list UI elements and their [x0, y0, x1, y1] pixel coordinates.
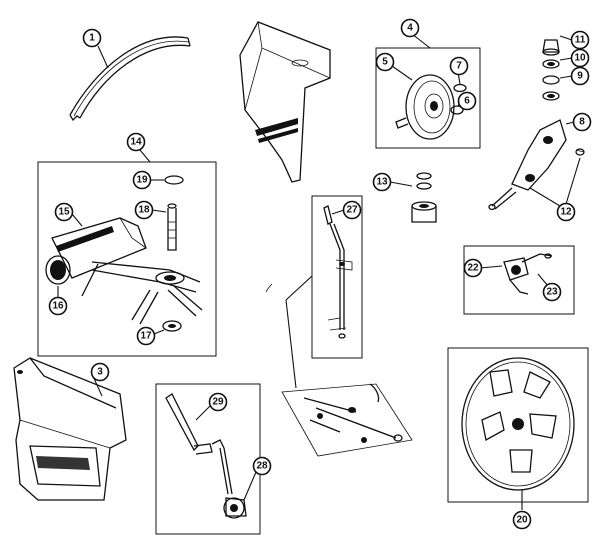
- frame-28: [155, 383, 261, 535]
- svg-text:1: 1: [89, 33, 95, 44]
- part-27-rod: [323, 205, 353, 339]
- svg-text:14: 14: [130, 137, 142, 148]
- callout-17: 17: [136, 326, 156, 346]
- svg-text:27: 27: [346, 205, 358, 216]
- part-19-knob: [164, 175, 184, 185]
- part-9-washer: [542, 75, 560, 101]
- part-1-fender: [69, 36, 191, 122]
- callout-7: 7: [449, 56, 469, 76]
- part-11-cap: [542, 39, 560, 56]
- callout-11: 11: [570, 30, 590, 50]
- svg-text:23: 23: [546, 287, 558, 298]
- callout-23: 23: [542, 282, 562, 302]
- callout-10: 10: [570, 48, 590, 68]
- frame-27: [311, 195, 363, 359]
- svg-text:16: 16: [52, 301, 64, 312]
- svg-text:15: 15: [58, 207, 70, 218]
- svg-text:22: 22: [467, 263, 479, 274]
- part-chain-guard: [239, 21, 331, 183]
- callout-4: 4: [400, 18, 420, 38]
- svg-text:29: 29: [212, 397, 224, 408]
- callout-14: 14: [126, 132, 146, 152]
- part-6-7-bearing: [450, 83, 467, 115]
- callout-12: 12: [556, 202, 576, 222]
- part-16-cap: [45, 255, 71, 285]
- callout-15: 15: [54, 202, 74, 222]
- part-frame-legs: [81, 261, 203, 325]
- leader-27-b: [285, 299, 297, 389]
- svg-text:10: 10: [574, 53, 586, 64]
- part-29-crank: [165, 393, 247, 519]
- bracket-mark: [265, 283, 273, 293]
- leader-27-a: [285, 275, 313, 301]
- svg-text:4: 4: [407, 23, 413, 34]
- part-22-clip: [503, 253, 553, 295]
- svg-text:11: 11: [575, 35, 586, 46]
- svg-text:20: 20: [516, 515, 528, 526]
- frame-14: [37, 161, 217, 357]
- svg-text:13: 13: [376, 177, 388, 188]
- part-3-housing: [13, 357, 127, 501]
- svg-text:18: 18: [138, 205, 150, 216]
- svg-text:9: 9: [577, 71, 583, 82]
- frame-4: [375, 47, 481, 149]
- callout-1: 1: [82, 28, 102, 48]
- callout-13: 13: [372, 172, 392, 192]
- callout-29: 29: [208, 392, 228, 412]
- callout-18: 18: [134, 200, 154, 220]
- callout-16: 16: [48, 296, 68, 316]
- callout-6: 6: [457, 91, 477, 111]
- callout-27: 27: [342, 200, 362, 220]
- part-linkage: [281, 383, 413, 457]
- part-17-washer: [162, 320, 182, 332]
- frame-22: [463, 245, 575, 315]
- svg-text:12: 12: [560, 207, 572, 218]
- part-20-guard-disc: [461, 357, 575, 491]
- svg-text:5: 5: [382, 57, 388, 68]
- callout-28: 28: [252, 456, 272, 476]
- callout-8: 8: [572, 112, 592, 132]
- part-5-wheel: [395, 74, 455, 140]
- svg-text:28: 28: [256, 461, 268, 472]
- callout-20: 20: [512, 510, 532, 530]
- callout-19: 19: [132, 170, 152, 190]
- callout-9: 9: [570, 66, 590, 86]
- callout-3: 3: [90, 362, 110, 382]
- svg-text:6: 6: [464, 96, 470, 107]
- part-18-post: [167, 203, 177, 251]
- svg-text:3: 3: [97, 367, 103, 378]
- part-15-seat-tube: [51, 217, 147, 279]
- svg-text:19: 19: [136, 175, 148, 186]
- part-10-nut: [542, 59, 560, 69]
- svg-text:17: 17: [140, 331, 152, 342]
- callout-5: 5: [375, 52, 395, 72]
- svg-text:7: 7: [456, 61, 462, 72]
- part-13-bushing: [411, 172, 437, 223]
- svg-text:8: 8: [579, 117, 585, 128]
- callout-22: 22: [463, 258, 483, 278]
- frame-20: [447, 347, 589, 503]
- part-8-crank-arm: [488, 119, 585, 211]
